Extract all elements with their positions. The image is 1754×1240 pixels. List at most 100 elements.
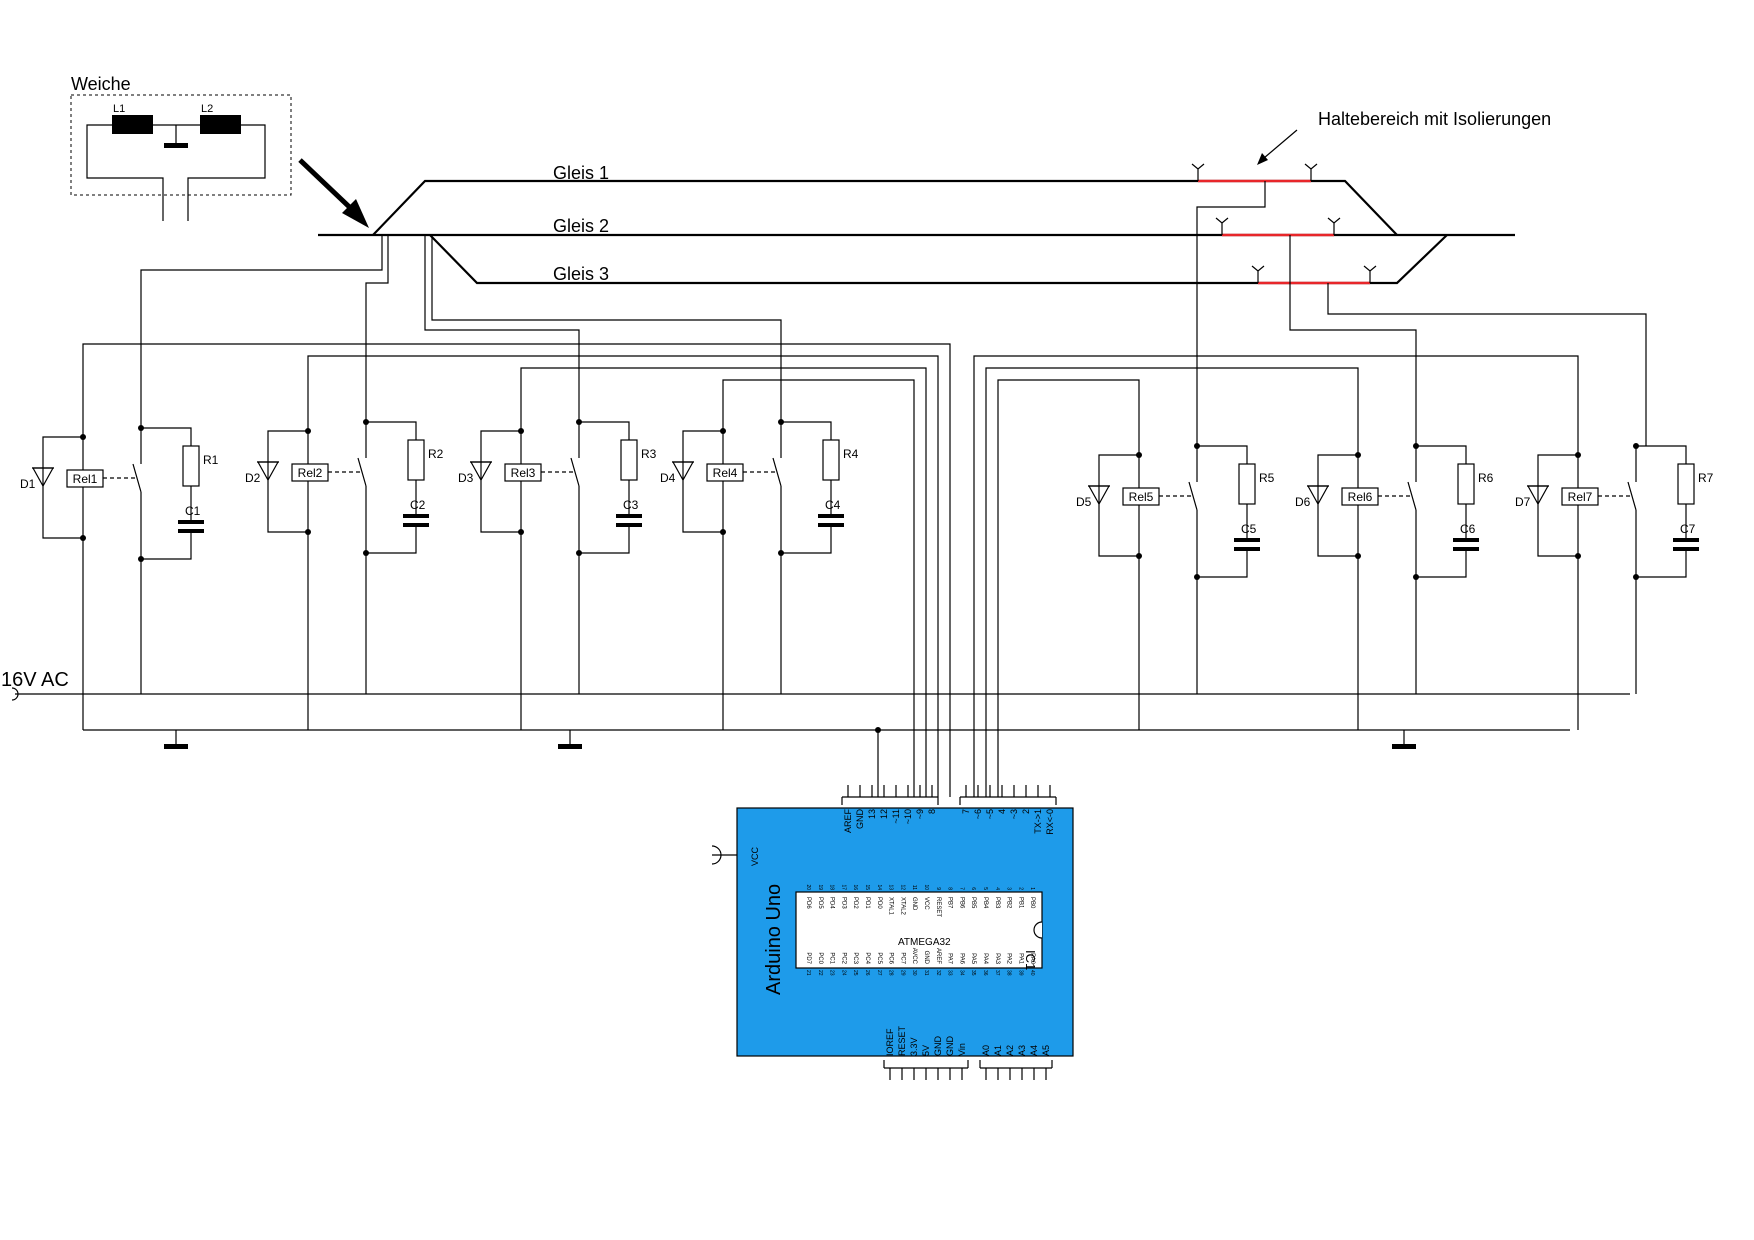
relay-switch-2 bbox=[357, 457, 367, 487]
header-bottom-left-pin-label: IOREF bbox=[885, 1028, 895, 1056]
board-label: Arduino Uno bbox=[763, 884, 785, 995]
capacitor-plate bbox=[818, 523, 844, 527]
capacitor-label-7: C7 bbox=[1680, 522, 1696, 536]
coil-2-label: L2 bbox=[201, 103, 213, 115]
stop-zone-label: Haltebereich mit Isolierungen bbox=[1318, 109, 1551, 129]
chip-pin-name: PB1 bbox=[1017, 897, 1023, 909]
coil-ground bbox=[164, 143, 188, 148]
chip-pin-number: 3 bbox=[1006, 887, 1012, 890]
track-label-2: Gleis 2 bbox=[553, 216, 609, 236]
rc-wire bbox=[1197, 551, 1248, 578]
coil-1 bbox=[112, 115, 153, 134]
header-top-right-pin-label: ~5 bbox=[985, 809, 995, 819]
capacitor-1 bbox=[178, 520, 204, 524]
capacitor-5 bbox=[1234, 538, 1260, 542]
arrow-head bbox=[342, 199, 369, 228]
header-top-left-pin-label: 8 bbox=[927, 809, 937, 814]
junction-dot bbox=[1355, 452, 1361, 458]
junction-dot bbox=[138, 556, 144, 562]
chip-pin-number: 4 bbox=[994, 887, 1000, 890]
junction-dot bbox=[138, 425, 144, 431]
chip-pin-name: PA6 bbox=[958, 953, 964, 965]
resistor-3 bbox=[620, 439, 638, 481]
junction-dot bbox=[720, 529, 726, 535]
chip-pin-name: PB3 bbox=[994, 897, 1000, 909]
rc-wire bbox=[1636, 445, 1687, 464]
chip-pin-number: 6 bbox=[970, 887, 976, 890]
relay-3 bbox=[504, 463, 542, 482]
chip-pin-name: PD2 bbox=[852, 897, 858, 909]
diode-2 bbox=[256, 461, 280, 482]
chip-pin-number: 33 bbox=[947, 970, 953, 976]
junction-dot bbox=[305, 428, 311, 434]
junction-dot bbox=[518, 428, 524, 434]
header-top-left-pin-label: 13 bbox=[867, 809, 877, 819]
relay-switch-4 bbox=[772, 457, 782, 487]
isolator-mark bbox=[1215, 217, 1229, 224]
resistor-5 bbox=[1238, 463, 1256, 505]
junction-dot bbox=[1136, 452, 1142, 458]
rc-wire bbox=[781, 527, 832, 554]
chip-pin-name: XTAL2 bbox=[899, 897, 905, 916]
junction-dot bbox=[1413, 574, 1419, 580]
chip-pin-name: AVCC bbox=[911, 948, 917, 965]
ctrl-rel6 bbox=[985, 367, 1359, 797]
diode-7 bbox=[1526, 485, 1550, 506]
capacitor-2 bbox=[403, 514, 429, 518]
junction-dot bbox=[305, 529, 311, 535]
chip-pin-number: 15 bbox=[864, 884, 870, 890]
stop-zone-arrow bbox=[1263, 129, 1298, 159]
chip-pin-name: PA1 bbox=[1017, 953, 1023, 965]
relay-1 bbox=[66, 469, 104, 488]
rc-wire bbox=[366, 527, 417, 554]
diode-label-6: D6 bbox=[1295, 495, 1311, 509]
capacitor-label-6: C6 bbox=[1460, 522, 1476, 536]
header-bottom-right-pin-label: A4 bbox=[1029, 1045, 1039, 1056]
chip-pin-name: PC2 bbox=[840, 952, 846, 964]
stop-zone-arrow-head bbox=[1257, 153, 1268, 165]
vcc-terminal bbox=[711, 845, 722, 865]
chip-pin-number: 19 bbox=[817, 884, 823, 890]
chip-pin-name: GND bbox=[923, 951, 929, 965]
chip-pin-number: 10 bbox=[923, 884, 929, 890]
track-gleis-3 bbox=[429, 234, 1448, 285]
capacitor-label-3: C3 bbox=[623, 498, 639, 512]
chip-pin-name: GND bbox=[911, 897, 917, 911]
diode-1 bbox=[31, 467, 55, 488]
chip-pin-number: 30 bbox=[911, 970, 917, 976]
rc-wire bbox=[1197, 445, 1248, 464]
junction-dot bbox=[875, 727, 881, 733]
header-bottom-left-pin-label: 3.3V bbox=[909, 1037, 919, 1056]
chip-pin-name: PD6 bbox=[805, 897, 811, 909]
chip-pin-number: 31 bbox=[923, 970, 929, 976]
chip-pin-name: PD5 bbox=[817, 897, 823, 909]
header-bottom-left-pin-label: GND bbox=[933, 1036, 943, 1057]
chip-pin-number: 26 bbox=[864, 970, 870, 976]
diode-4 bbox=[671, 461, 695, 482]
diode-loop bbox=[42, 436, 83, 539]
chip-pin-name: PA3 bbox=[994, 953, 1000, 965]
relay-switch-3 bbox=[570, 457, 580, 487]
feed-4 bbox=[431, 235, 782, 422]
supply-label: 16V AC bbox=[1, 669, 69, 691]
chip-pin-name: PD1 bbox=[864, 897, 870, 909]
isolator-mark bbox=[1191, 163, 1205, 170]
feed-2 bbox=[365, 235, 389, 422]
header-top-left-pin-label: GND bbox=[855, 809, 865, 830]
junction-dot bbox=[1194, 443, 1200, 449]
diode-label-1: D1 bbox=[20, 477, 36, 491]
chip-pin-name: PC7 bbox=[899, 952, 905, 964]
capacitor-6 bbox=[1453, 538, 1479, 542]
capacitor-plate bbox=[1673, 547, 1699, 551]
junction-dot bbox=[363, 550, 369, 556]
feed-6 bbox=[1289, 235, 1417, 446]
turnout-wire-right bbox=[187, 124, 266, 221]
chip-pin-name: PB7 bbox=[947, 897, 953, 909]
chip-pin-number: 16 bbox=[852, 884, 858, 890]
atmega-chip bbox=[795, 891, 1043, 969]
ctrl-rel3 bbox=[520, 367, 927, 797]
chip-pin-number: 29 bbox=[899, 970, 905, 976]
diode-label-2: D2 bbox=[245, 471, 261, 485]
coil-1-label: L1 bbox=[113, 103, 125, 115]
